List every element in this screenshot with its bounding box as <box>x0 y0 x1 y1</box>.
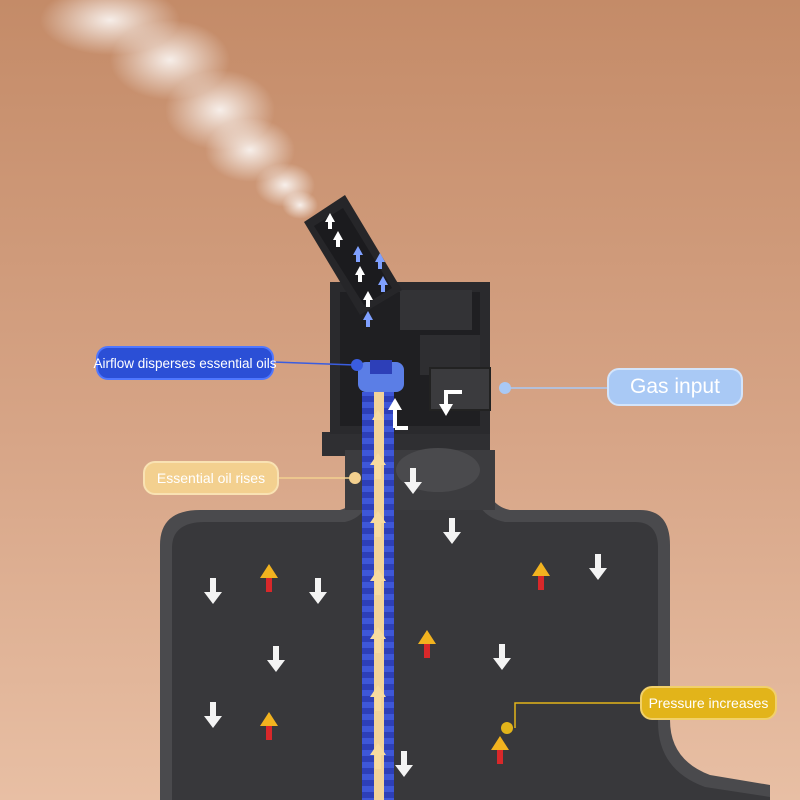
neck-opening <box>396 448 480 492</box>
pressure-callout: Pressure increases <box>640 686 777 720</box>
down-arrow-white-icon <box>309 578 327 604</box>
up-arrow-yellow-icon <box>372 410 384 420</box>
gas-input-label: Gas input <box>630 375 720 398</box>
up-arrow-red-yellow-icon <box>532 562 550 590</box>
up-arrow-yellow-icon <box>370 685 386 711</box>
airflow-dot <box>351 359 363 371</box>
up-arrow-blue-icon <box>355 266 365 282</box>
airflow-callout: Airflow disperses essential oils <box>93 346 277 380</box>
gas-input-callout: Gas input <box>607 368 743 406</box>
up-arrow-blue-icon <box>333 231 343 247</box>
down-arrow-white-icon <box>589 554 607 580</box>
up-arrow-blue-icon <box>353 246 363 262</box>
down-arrow-white-icon <box>267 646 285 672</box>
up-arrow-yellow-icon <box>370 743 386 769</box>
bottle-inner <box>172 452 770 800</box>
up-arrow-yellow-icon <box>370 569 386 595</box>
elbow-arrow-white-icon <box>388 398 408 430</box>
pressure-label: Pressure increases <box>648 695 769 711</box>
down-arrows <box>204 468 607 777</box>
up-arrow-red-yellow-icon <box>260 564 278 592</box>
up-arrow-blue-icon <box>325 213 335 229</box>
airflow-label: Airflow disperses essential oils <box>93 355 277 371</box>
pressure-dot <box>501 722 513 734</box>
mist-plume-icon <box>40 0 318 219</box>
up-arrow-yellow-icon <box>370 511 386 537</box>
pressure-leader <box>514 702 640 728</box>
up-arrow-blue-icon <box>375 253 385 269</box>
up-arrows <box>260 562 550 764</box>
up-arrow-blue-icon <box>378 276 388 292</box>
head-chamber <box>400 290 472 330</box>
down-arrow-white-icon <box>493 644 511 670</box>
tube-arrows <box>370 410 386 769</box>
gas-dot <box>499 382 511 394</box>
down-arrow-white-icon <box>204 702 222 728</box>
down-arrow-white-icon <box>404 468 422 494</box>
up-arrow-yellow-icon <box>370 453 386 479</box>
down-arrow-white-icon <box>395 751 413 777</box>
up-arrow-blue-icon <box>363 311 373 327</box>
oil-dot <box>349 472 361 484</box>
down-arrow-white-icon <box>443 518 461 544</box>
up-arrow-red-yellow-icon <box>418 630 436 658</box>
down-arrow-white-icon <box>204 578 222 604</box>
up-arrow-yellow-icon <box>370 627 386 653</box>
airflow-leader <box>272 361 356 366</box>
up-arrow-blue-icon <box>363 291 373 307</box>
oil-column <box>374 392 384 800</box>
nozzle-arrows <box>325 213 388 327</box>
oil-rises-callout: Essential oil rises <box>143 461 279 495</box>
elbow-arrow-white-icon <box>439 390 462 416</box>
oil-rises-label: Essential oil rises <box>156 470 266 486</box>
up-arrow-red-yellow-icon <box>260 712 278 740</box>
atomizer-element <box>358 360 404 392</box>
up-arrow-red-yellow-icon <box>491 736 509 764</box>
gas-inlet <box>429 367 491 411</box>
